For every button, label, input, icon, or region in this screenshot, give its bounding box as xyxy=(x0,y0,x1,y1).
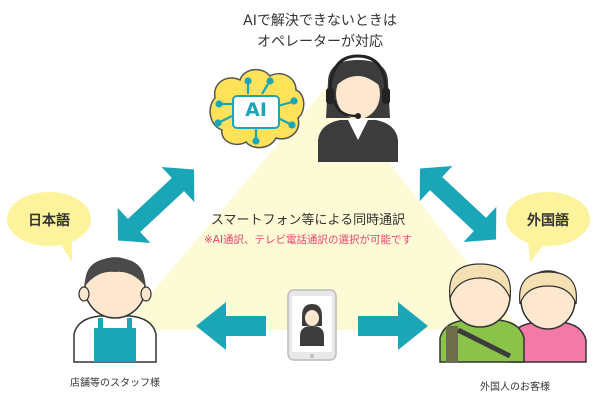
staff-figure xyxy=(73,257,157,363)
customer-figure-right xyxy=(509,270,587,363)
operator-figure xyxy=(318,54,398,162)
ai-chip-label: AI xyxy=(245,99,267,121)
center-title: スマートフォン等による同時通訳 xyxy=(210,213,406,228)
customer-figure-left xyxy=(439,263,525,363)
arrow-left-icon xyxy=(196,302,266,350)
bubble-left-label: 日本語 xyxy=(28,213,70,229)
customer-caption: 外国人のお客様 xyxy=(480,382,550,393)
language-bubble-left xyxy=(7,192,91,262)
ai-brain-icon xyxy=(209,68,305,149)
tablet-device xyxy=(287,289,337,361)
header-line-1: AIで解決できないときは xyxy=(243,13,397,29)
background-triangle xyxy=(120,85,520,330)
center-note: ※AI通訳、テレビ電話通訳の選択が可能です xyxy=(203,234,413,246)
bubble-right-label: 外国語 xyxy=(527,213,569,229)
arrow-right-icon xyxy=(358,302,428,350)
language-bubble-right xyxy=(506,192,590,262)
header-line-2: オペレーターが対応 xyxy=(257,34,383,50)
staff-caption: 店舗等のスタッフ様 xyxy=(70,378,160,389)
